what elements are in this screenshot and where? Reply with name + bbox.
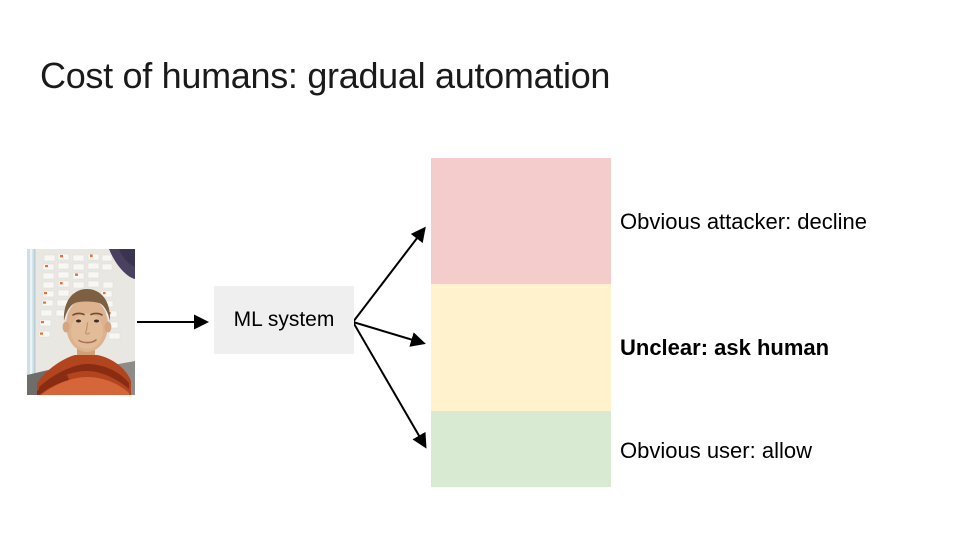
user-photo bbox=[27, 249, 135, 395]
outcome-box-decline bbox=[431, 158, 611, 284]
outcome-label-allow: Obvious user: allow bbox=[620, 438, 812, 463]
arrow-ml-to-allow bbox=[352, 321, 427, 449]
outcome-label-unclear: Unclear: ask human bbox=[620, 335, 830, 360]
arrow-ml-to-unclear bbox=[352, 321, 426, 347]
sticky-notes bbox=[38, 253, 121, 340]
arrow-ml-to-decline bbox=[352, 226, 426, 323]
ml-system-label: ML system bbox=[233, 308, 335, 331]
ml-system-box: ML system bbox=[214, 286, 354, 354]
outcome-box-allow bbox=[431, 411, 611, 487]
slide-title: Cost of humans: gradual automation bbox=[40, 55, 611, 96]
outcome-label-decline: Obvious attacker: decline bbox=[620, 209, 868, 234]
outcome-box-unclear bbox=[431, 284, 611, 411]
photo-person bbox=[37, 289, 131, 395]
outcome-column bbox=[431, 158, 611, 487]
